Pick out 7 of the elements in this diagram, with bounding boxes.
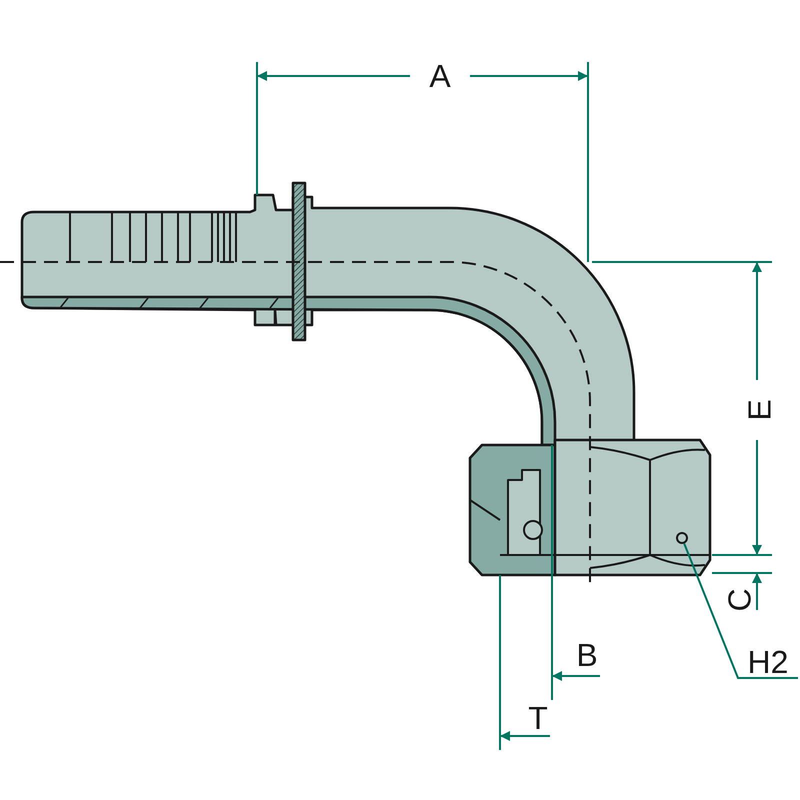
dimension-label: T bbox=[528, 702, 548, 734]
dimension-label: E bbox=[744, 399, 776, 421]
dimension-label: B bbox=[576, 639, 598, 671]
leader-line bbox=[683, 543, 798, 679]
dimension-label: C bbox=[724, 588, 756, 612]
dimension-label: A bbox=[429, 60, 451, 92]
callout-label: H2 bbox=[748, 646, 788, 678]
